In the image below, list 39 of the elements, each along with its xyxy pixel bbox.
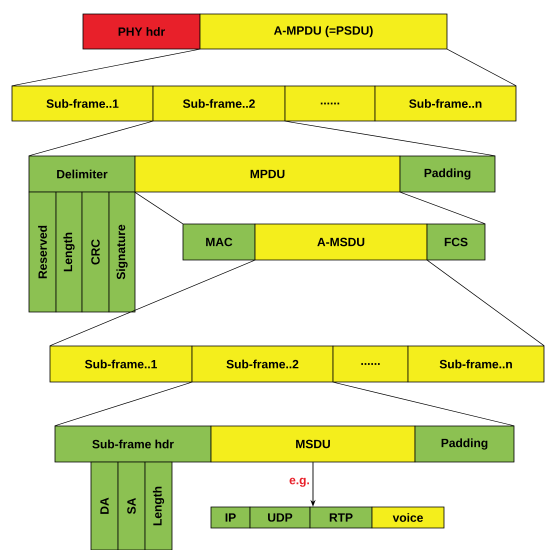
frame-field: UDP	[250, 506, 310, 528]
expansion-line	[11, 48, 200, 86]
expansion-line	[426, 260, 545, 346]
expansion-line	[54, 382, 192, 426]
expansion-line	[284, 120, 496, 156]
frame-field: ......	[284, 86, 376, 122]
frame-field: FCS	[426, 224, 486, 260]
frame-field: MSDU	[210, 426, 416, 462]
frame-field: ......	[332, 346, 408, 382]
frame-field: Length	[56, 192, 82, 312]
frame-field: SA	[118, 462, 146, 550]
frame-field: Sub-frame..n	[374, 86, 516, 122]
frame-field: MPDU	[134, 156, 400, 192]
frame-field: voice	[372, 506, 444, 528]
frame-field: A-MSDU	[254, 224, 428, 260]
expansion-line	[28, 120, 154, 156]
frame-field: Sub-frame..n	[408, 346, 544, 382]
frame-field: Reserved	[28, 192, 56, 312]
frame-field: Sub-frame..1	[12, 86, 154, 122]
frame-field: Padding	[400, 156, 496, 192]
frame-field: Sub-frame..2	[152, 86, 286, 122]
frame-field: Padding	[414, 426, 514, 462]
frame-field: Sub-frame..1	[50, 346, 192, 382]
expansion-line	[400, 192, 486, 224]
frame-field: DA	[90, 462, 118, 550]
frame-field: RTP	[310, 506, 372, 528]
frame-field: Delimiter	[28, 156, 136, 192]
expansion-line	[446, 48, 517, 86]
edge-label: e.g.	[290, 478, 309, 487]
frame-field: Signature	[108, 192, 136, 312]
frame-field: Sub-frame..2	[192, 346, 334, 382]
frame-field: Length	[144, 462, 172, 550]
header-field: PHY hdr	[82, 14, 200, 50]
frame-field: A-MPDU (=PSDU)	[200, 14, 448, 50]
frame-field: CRC	[82, 192, 110, 312]
expansion-line	[49, 260, 256, 346]
frame-field: MAC	[182, 224, 256, 260]
expansion-line	[332, 382, 515, 426]
frame-field: IP	[210, 506, 250, 528]
